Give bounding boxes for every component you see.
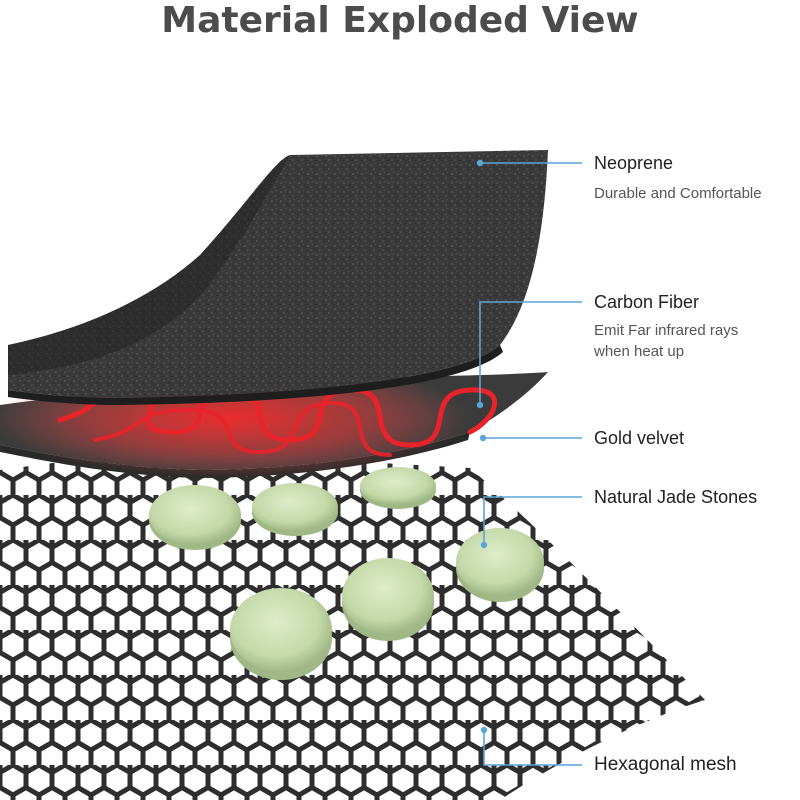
jade-stone [342,558,434,641]
leader-dots [476,159,488,734]
desc-neoprene: Durable and Comfortable [594,185,762,202]
leader-dot [476,159,484,167]
carbon-fiber-heating-wire [57,387,498,457]
jade-stone [456,528,544,602]
jade-stone [252,483,338,536]
label-gold-velvet: Gold velvet [594,428,685,448]
leader-dot [476,401,484,409]
jade-stone [149,485,241,550]
label-hexagonal-mesh: Hexagonal mesh [594,754,737,775]
leader-dot [480,726,488,734]
leader-line-carbon-fiber [479,301,582,405]
desc-carbon-fiber-line1: Emit Far infrared rays [594,322,739,339]
diagram-title: Material Exploded View [161,0,639,41]
label-carbon-fiber: Carbon Fiber [594,292,700,312]
leader-dot [479,434,487,442]
jade-stone [230,588,332,680]
desc-carbon-fiber-line2: when heat up [594,343,685,360]
jade-stones-layer [149,467,544,680]
label-neoprene: Neoprene [594,153,674,173]
label-natural-jade-stones: Natural Jade Stones [594,487,758,507]
neoprene-layer [8,150,548,405]
leader-line-hex-mesh [483,730,582,766]
leader-line-jade-stones [483,496,582,545]
leader-lines [479,162,582,766]
leader-dot [480,541,488,549]
jade-stone [360,467,436,509]
